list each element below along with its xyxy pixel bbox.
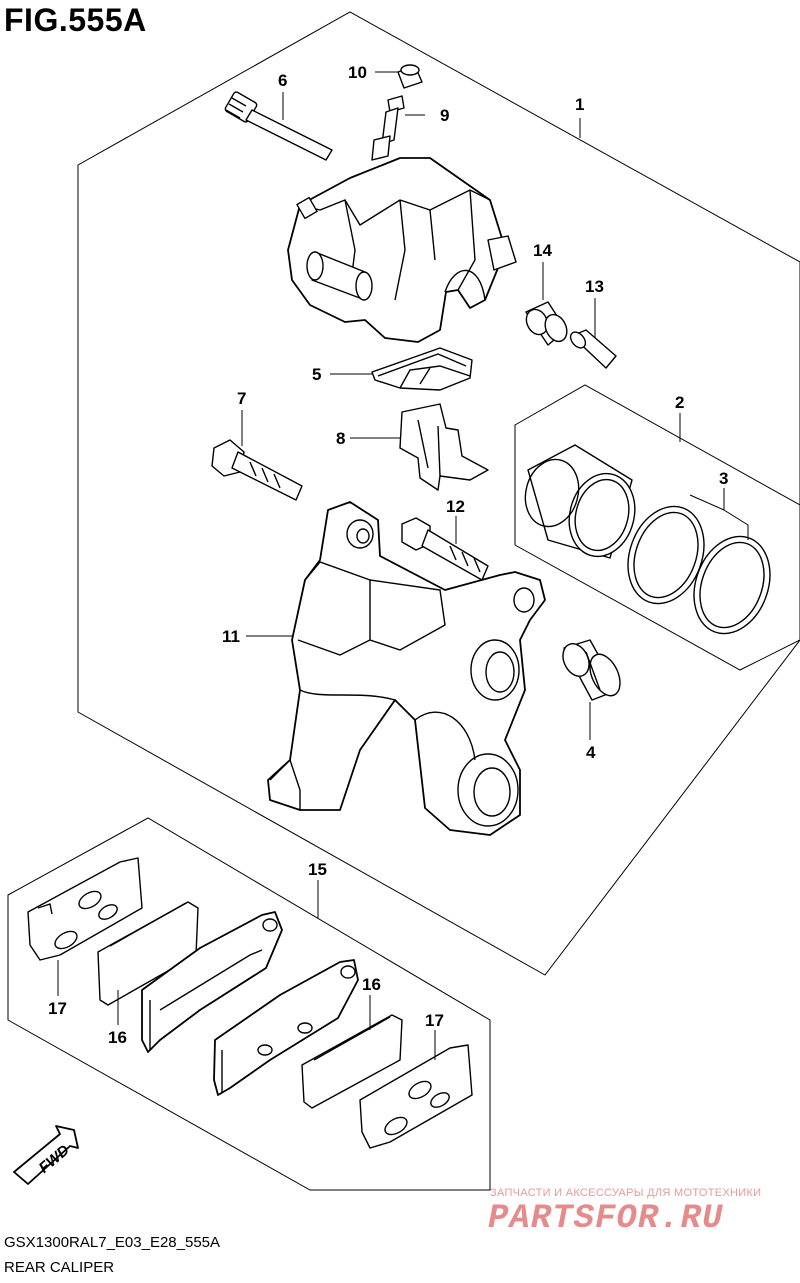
callout-6: 6 <box>278 71 287 90</box>
callout-1: 1 <box>575 95 584 114</box>
callout-16-right: 16 <box>362 975 381 994</box>
shim-17-left <box>27 857 143 961</box>
boot-4 <box>562 639 621 701</box>
assembly-frame-1 <box>77 11 800 976</box>
callout-10: 10 <box>348 63 367 82</box>
piston-kit-frame-2 <box>514 384 800 671</box>
boot-14 <box>525 301 568 346</box>
callout-9: 9 <box>440 106 449 125</box>
brake-pad-left <box>141 911 283 1053</box>
fwd-arrow-icon: FWD <box>13 1125 79 1185</box>
bleeder-valve-9 <box>371 95 405 161</box>
shim-17-right <box>359 1044 473 1149</box>
callout-17-right: 17 <box>425 1011 444 1030</box>
pin-bolt-6 <box>224 91 333 161</box>
leader-lines <box>57 71 749 1060</box>
bolt-12 <box>401 517 489 581</box>
callout-5: 5 <box>312 365 321 384</box>
callout-11: 11 <box>222 627 240 646</box>
model-code: GSX1300RAL7_E03_E28_555A <box>4 1234 221 1251</box>
callout-14: 14 <box>533 241 552 260</box>
caliper-bracket-11 <box>267 501 546 836</box>
piston-2 <box>524 444 636 559</box>
pad-set-frame-15 <box>7 817 491 1191</box>
callout-7: 7 <box>237 389 246 408</box>
slide-pin-13 <box>569 329 617 369</box>
shim-16-right <box>301 1014 403 1109</box>
caliper-body <box>287 157 517 343</box>
pad-spring-5 <box>371 347 473 391</box>
callout-13: 13 <box>585 277 604 296</box>
callout-3: 3 <box>719 469 728 488</box>
pad-retainer-8 <box>399 403 489 491</box>
callout-2: 2 <box>675 393 684 412</box>
watermark-logo: PARTSFOR.RU <box>488 1200 724 1238</box>
watermark-tagline: ЗАПЧАСТИ И АКСЕССУАРЫ ДЛЯ МОТОТЕХНИКИ <box>490 1187 762 1199</box>
callout-8: 8 <box>336 429 345 448</box>
callout-12: 12 <box>446 497 465 516</box>
diagram-caption: REAR CALIPER <box>4 1259 115 1276</box>
bleeder-cap-10 <box>397 64 423 89</box>
brake-pad-right <box>213 959 359 1096</box>
callout-17-left: 17 <box>48 999 67 1018</box>
callout-4: 4 <box>586 743 596 762</box>
figure-title: FIG.555A <box>4 2 147 38</box>
piston-seals-3 <box>627 505 771 635</box>
callout-16-left: 16 <box>108 1028 127 1047</box>
bolt-7 <box>211 439 303 501</box>
callout-15: 15 <box>308 860 327 879</box>
